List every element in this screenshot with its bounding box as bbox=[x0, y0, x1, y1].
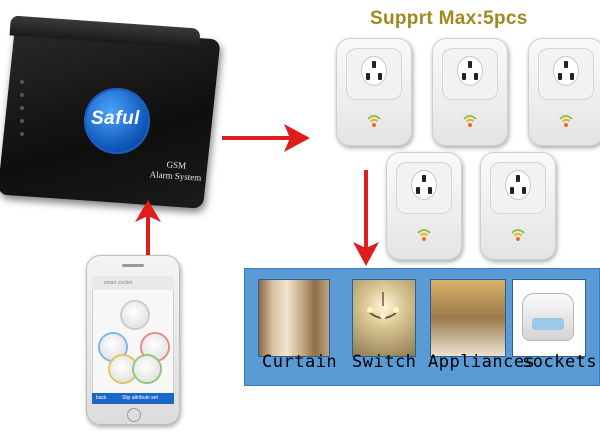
phone-app-header: smart socket bbox=[92, 276, 174, 290]
smart-plug-3 bbox=[528, 38, 600, 146]
socket-toggle-button[interactable] bbox=[100, 334, 126, 360]
arrow-down-head-icon bbox=[353, 242, 379, 266]
brand-logo-text: Saful bbox=[91, 108, 140, 129]
gsm-indicator-leds bbox=[20, 80, 24, 145]
phone-home-button[interactable] bbox=[127, 408, 141, 422]
category-label-switch: Switch bbox=[352, 352, 417, 372]
wifi-led-icon bbox=[559, 115, 573, 127]
category-label-appliances: Appliances bbox=[428, 352, 536, 372]
smart-plug-2 bbox=[432, 38, 508, 146]
rice-cooker-icon bbox=[522, 293, 574, 341]
smart-plug-5 bbox=[480, 152, 556, 260]
attribute-set-button[interactable]: Slip attribute set bbox=[122, 395, 158, 401]
category-label-sockets: sockets bbox=[522, 352, 598, 372]
chandelier-icon bbox=[367, 292, 399, 319]
category-label-curtain: Curtain bbox=[262, 352, 338, 372]
wifi-led-icon bbox=[367, 115, 381, 127]
socket-toggle-button[interactable] bbox=[142, 334, 168, 360]
socket-toggle-button[interactable] bbox=[134, 356, 160, 382]
wifi-led-icon bbox=[463, 115, 477, 127]
smart-plug-4 bbox=[386, 152, 462, 260]
wifi-led-icon bbox=[417, 229, 431, 241]
rice-cooker-display bbox=[532, 318, 564, 330]
saful-logo-icon bbox=[84, 88, 150, 154]
arrow-down-icon bbox=[364, 170, 368, 248]
support-max-title: Supprt Max:5pcs bbox=[370, 8, 528, 29]
gsm-device-label: GSM Alarm System bbox=[149, 158, 202, 184]
phone-speaker bbox=[122, 264, 144, 267]
back-button[interactable]: back bbox=[96, 395, 107, 401]
arrow-up-icon bbox=[146, 216, 150, 260]
phone-app-title: smart socket bbox=[104, 280, 133, 286]
smart-plug-1 bbox=[336, 38, 412, 146]
wifi-led-icon bbox=[511, 229, 525, 241]
socket-toggle-button[interactable] bbox=[110, 356, 136, 382]
phone-bottom-bar: back Slip attribute set bbox=[92, 393, 174, 404]
socket-toggle-button[interactable] bbox=[122, 302, 148, 328]
appliances-image bbox=[430, 279, 506, 357]
arrow-right-head-icon bbox=[284, 124, 310, 152]
arrow-right-icon bbox=[222, 136, 292, 140]
arrow-up-head-icon bbox=[135, 200, 161, 222]
curtain-image bbox=[258, 279, 330, 357]
